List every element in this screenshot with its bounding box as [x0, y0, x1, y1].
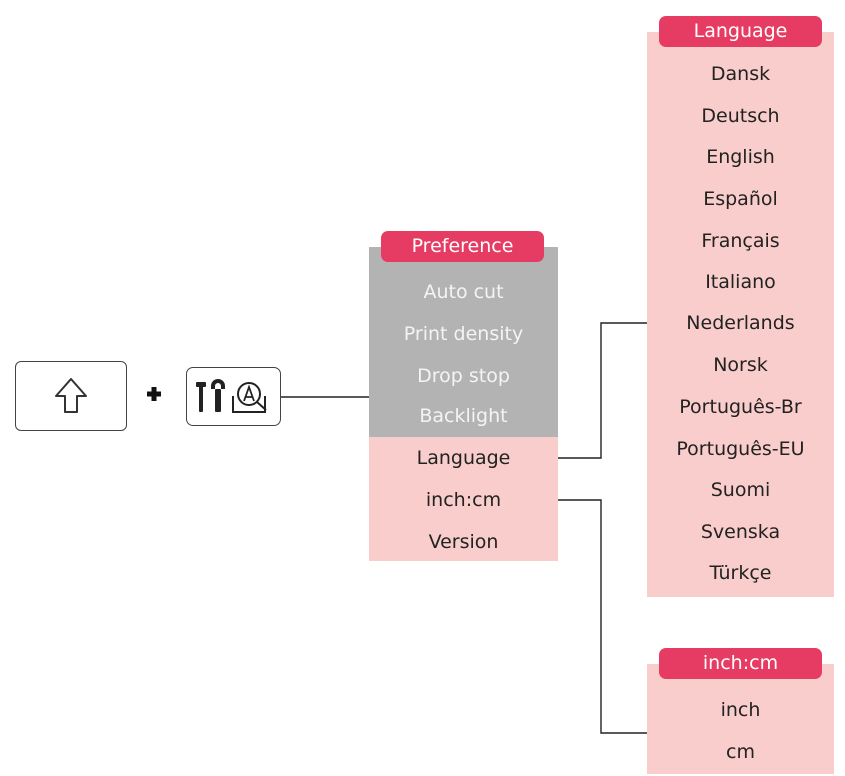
- auto-a-magnifier-icon: [232, 382, 267, 413]
- language-option[interactable]: Español: [703, 188, 778, 210]
- language-option[interactable]: Suomi: [710, 479, 771, 501]
- unit-option-inch[interactable]: inch: [720, 699, 761, 721]
- menu-item-print-density[interactable]: Print density: [403, 323, 524, 345]
- preference-pink-panel: Language inch:cm Version: [369, 437, 558, 561]
- language-option[interactable]: Nederlands: [686, 312, 795, 334]
- unit-menu-title: inch:cm: [659, 648, 822, 679]
- unit-option-cm[interactable]: cm: [726, 741, 755, 763]
- language-option[interactable]: Deutsch: [701, 105, 780, 127]
- tools-settings-key[interactable]: [186, 367, 281, 426]
- language-option[interactable]: Svenska: [700, 521, 781, 543]
- preference-menu-title: Preference: [381, 231, 544, 262]
- language-connector-line: [541, 322, 647, 459]
- plus-icon: [147, 387, 161, 401]
- language-option[interactable]: English: [706, 146, 775, 168]
- menu-item-version[interactable]: Version: [428, 531, 499, 553]
- unit-connector-line: [541, 499, 647, 734]
- menu-item-inch-cm[interactable]: inch:cm: [425, 489, 502, 511]
- preference-gray-panel: Auto cut Print density Drop stop Backlig…: [369, 247, 558, 437]
- language-option[interactable]: Italiano: [705, 271, 776, 293]
- unit-menu-panel: inch cm: [647, 664, 834, 774]
- menu-item-auto-cut[interactable]: Auto cut: [423, 281, 504, 303]
- shift-arrow-icon: [55, 378, 87, 413]
- tools-icon: [196, 379, 225, 412]
- menu-item-backlight[interactable]: Backlight: [419, 405, 508, 427]
- language-option[interactable]: Dansk: [710, 63, 771, 85]
- language-menu-panel: Dansk Deutsch English Español Français I…: [647, 32, 834, 597]
- language-option[interactable]: Türkçe: [709, 562, 772, 584]
- tools-and-auto-icon: [196, 379, 267, 413]
- language-menu-title: Language: [659, 16, 822, 47]
- menu-item-drop-stop[interactable]: Drop stop: [417, 365, 510, 387]
- menu-item-language[interactable]: Language: [416, 447, 511, 469]
- language-option[interactable]: Norsk: [713, 354, 768, 376]
- language-option[interactable]: Português-EU: [676, 438, 805, 460]
- language-option[interactable]: Português-Br: [679, 396, 802, 418]
- shift-key[interactable]: [15, 361, 127, 431]
- language-option[interactable]: Français: [701, 230, 780, 252]
